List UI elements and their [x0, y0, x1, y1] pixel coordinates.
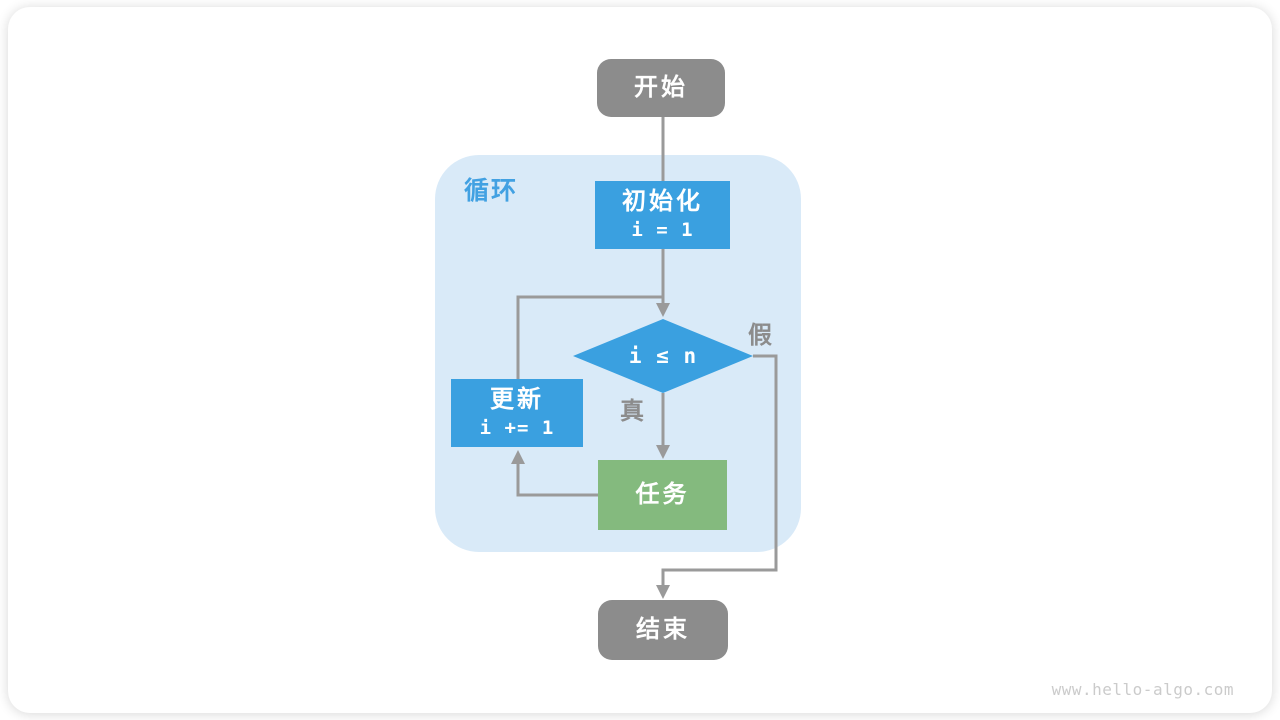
diagram-card: 循环 开始 初始化 i = 1 i ≤ n 假 真 更新 i += 1 任务 结… — [8, 7, 1272, 713]
init-node: 初始化 i = 1 — [595, 181, 730, 249]
init-node-code: i = 1 — [631, 218, 694, 241]
update-node: 更新 i += 1 — [451, 379, 583, 447]
start-node: 开始 — [597, 59, 725, 117]
update-node-label: 更新 — [490, 386, 544, 414]
true-branch-label: 真 — [620, 398, 644, 425]
arrowhead-into-end — [656, 585, 670, 599]
arrowhead-into-update — [511, 450, 525, 464]
flow-edges — [511, 117, 778, 599]
arrowhead-into-task — [656, 445, 670, 459]
init-node-label: 初始化 — [622, 188, 703, 216]
edge-update-loopback — [516, 295, 663, 379]
condition-node-code: i ≤ n — [628, 344, 698, 368]
task-node: 任务 — [598, 460, 727, 530]
end-node-label: 结束 — [636, 616, 690, 644]
end-node: 结束 — [598, 600, 728, 660]
task-node-label: 任务 — [635, 481, 690, 509]
start-node-label: 开始 — [634, 74, 688, 102]
condition-diamond-shape — [573, 319, 753, 393]
site-watermark: www.hello-algo.com — [1051, 680, 1234, 699]
arrowhead-into-condition — [656, 303, 670, 317]
false-branch-label: 假 — [748, 322, 772, 349]
edge-condition-false-to-end — [661, 354, 778, 586]
edge-task-to-update — [516, 463, 598, 497]
update-node-code: i += 1 — [479, 416, 555, 439]
loop-region-label: 循环 — [464, 177, 519, 205]
